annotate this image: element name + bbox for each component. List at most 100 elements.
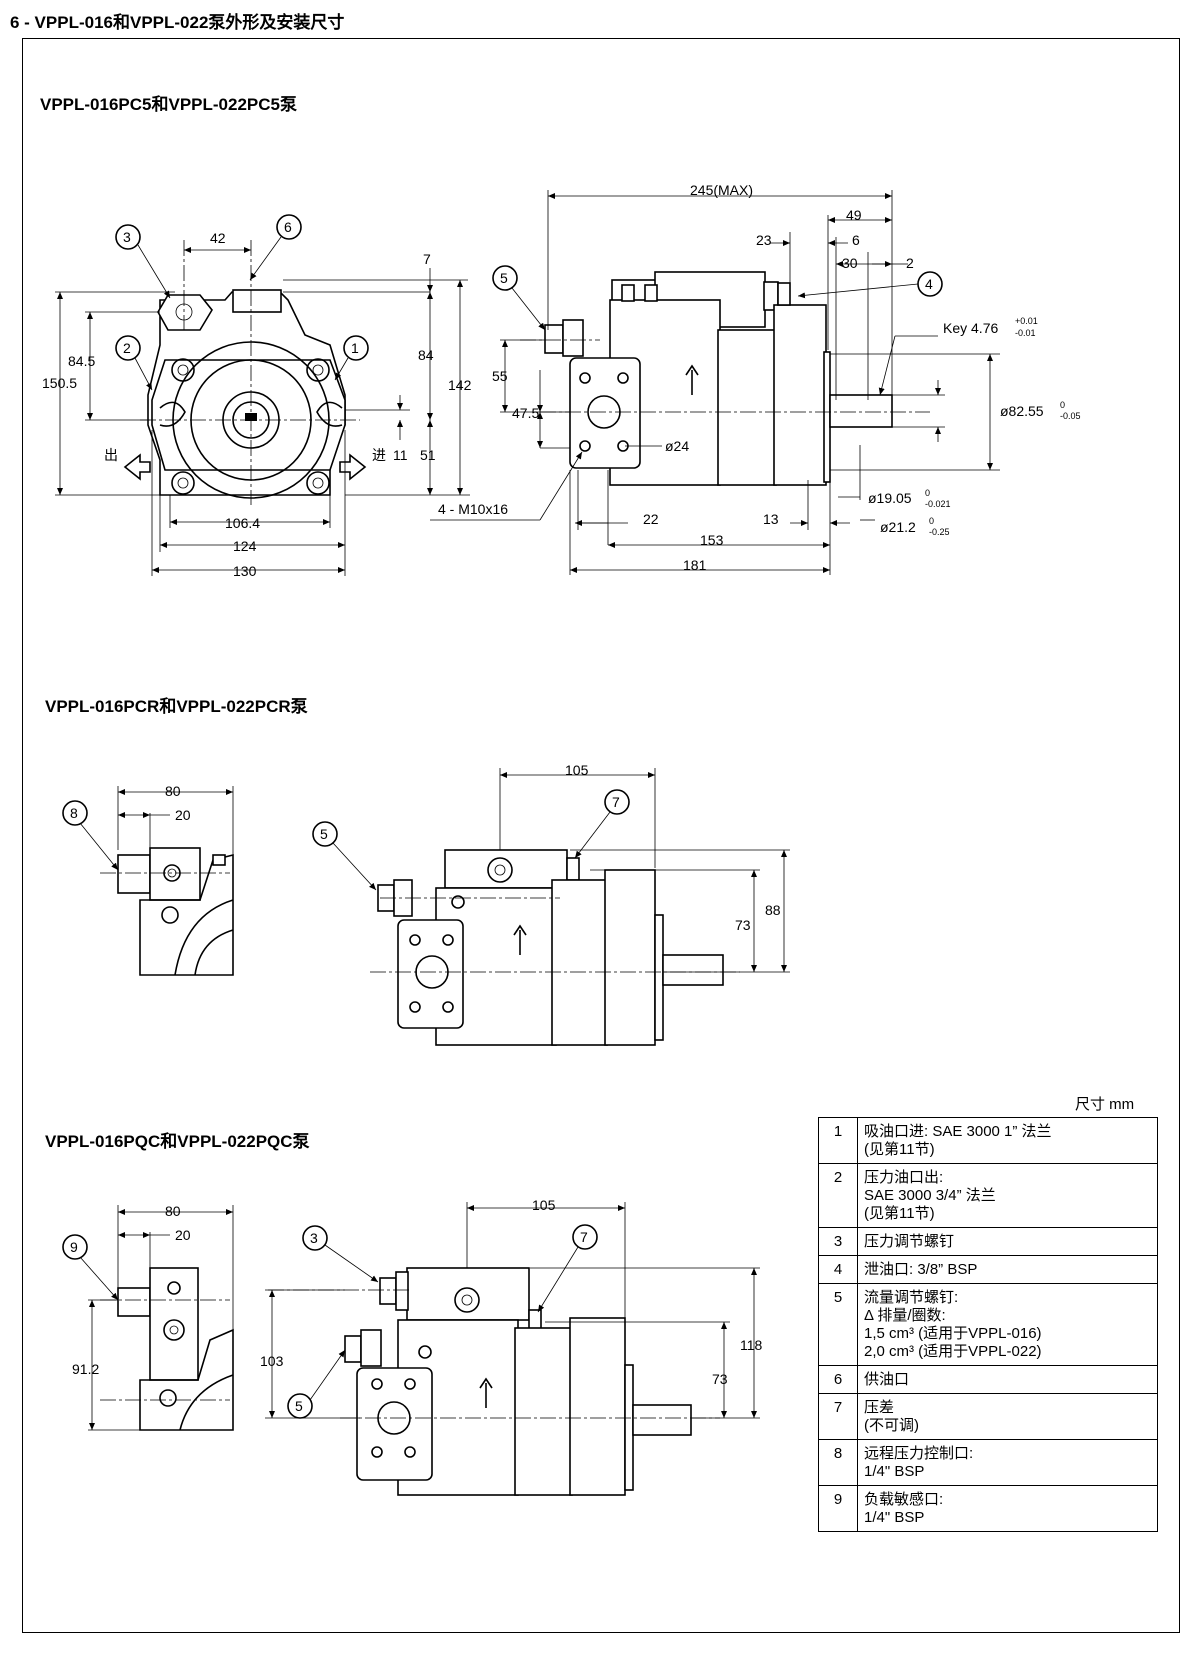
dimension-label-q105: 105 <box>532 1197 556 1213</box>
legend-number: 9 <box>818 1485 858 1532</box>
legend-description: 压差(不可调) <box>857 1393 1158 1440</box>
dimension-label-d84-5: 84.5 <box>68 353 95 369</box>
pc5-front-view <box>123 240 367 505</box>
dimension-label-d21-tol-dn: -0.25 <box>929 527 950 537</box>
dimension-label-d82-tol-up: 0 <box>1060 400 1065 410</box>
shaft <box>829 394 893 428</box>
balloon-label-r8: 8 <box>70 805 78 821</box>
legend-line: 压差 <box>864 1399 895 1416</box>
legend-description: 吸油口进: SAE 3000 1” 法兰(见第11节) <box>857 1117 1158 1164</box>
units-label: 尺寸 mm <box>1075 1096 1135 1113</box>
dimension-label-d106-4: 106.4 <box>225 515 260 531</box>
dimension-label-d7: 7 <box>423 251 431 267</box>
balloon-label-r7: 7 <box>612 794 620 810</box>
dimension-label-q118: 118 <box>740 1337 763 1353</box>
dimension-label-d6: 6 <box>852 232 860 248</box>
dimension-label-key: Key 4.76 <box>943 320 998 336</box>
dimension-label-d124: 124 <box>233 538 257 554</box>
section-title-pcr: VPPL-016PCR和VPPL-022PCR泵 <box>45 697 308 716</box>
dimension-label-q80: 80 <box>165 1203 181 1219</box>
dimension-label-d23: 23 <box>756 232 772 248</box>
dimension-label-d13: 13 <box>763 511 779 527</box>
section-title-pc5: VPPL-016PC5和VPPL-022PC5泵 <box>40 95 297 114</box>
dimension-label-d21: ø21.2 <box>880 519 916 535</box>
balloon-label-b3: 3 <box>123 229 131 245</box>
legend-row: 4 泄油口: 3/8” BSP <box>818 1255 1158 1284</box>
page-title: 6 - VPPL-016和VPPL-022泵外形及安装尺寸 <box>10 13 345 32</box>
drawing-frame <box>22 38 1180 1633</box>
balloon-label-b6: 6 <box>284 219 292 235</box>
legend-line: (见第11节) <box>864 1141 935 1158</box>
legend-line: 1,5 cm³ (适用于VPPL-016) <box>864 1325 1042 1342</box>
legend-line: 压力调节螺钉 <box>864 1233 955 1250</box>
legend-row: 3 压力调节螺钉 <box>818 1227 1158 1256</box>
dimension-label-d30: 30 <box>842 255 858 271</box>
legend-line: 压力油口出: <box>864 1169 944 1186</box>
dimension-label-q91: 91.2 <box>72 1361 99 1377</box>
dimension-label-d153: 153 <box>700 532 724 548</box>
balloon-label-r5: 5 <box>320 826 328 842</box>
dimension-label-q73: 73 <box>712 1371 728 1387</box>
pc5-front-balloons: 3 6 2 1 <box>115 214 369 391</box>
pqc-side-view: 105 103 73 118 3 5 7 <box>260 1197 763 1496</box>
legend-number: 4 <box>818 1255 858 1284</box>
pqc-partial-front-view: 80 20 91.2 9 <box>62 1203 234 1431</box>
dimension-label-in: 进 <box>372 447 386 463</box>
legend-number: 3 <box>818 1227 858 1256</box>
dimension-label-d84: 84 <box>418 347 434 363</box>
pc5-side-view <box>520 271 930 486</box>
legend-line: 泄油口: 3/8” BSP <box>864 1261 978 1278</box>
legend-description: 泄油口: 3/8” BSP <box>857 1255 1158 1284</box>
dimension-label-d22: 22 <box>643 511 659 527</box>
dimension-label-d181: 181 <box>683 557 707 573</box>
dimension-label-out: 出 <box>104 447 118 463</box>
dimension-label-d42: 42 <box>210 230 226 246</box>
legend-line: 负载敏感口: <box>864 1491 944 1508</box>
dimension-label-r73: 73 <box>735 917 751 933</box>
dimension-label-r88: 88 <box>765 902 781 918</box>
dimension-label-d19: ø19.05 <box>868 490 912 506</box>
legend-line: 1/4" BSP <box>864 1509 925 1526</box>
pc5-front-dimensions: 42 84.5 150.5 7 84 142 11 51 106.4 124 1… <box>42 230 472 579</box>
legend-line: 吸油口进: SAE 3000 1” 法兰 <box>864 1123 1052 1140</box>
legend-number: 2 <box>818 1163 858 1228</box>
balloon-label-b1: 1 <box>351 340 359 356</box>
legend-line: 流量调节螺钉: <box>864 1289 959 1306</box>
balloon-label-b2: 2 <box>123 340 131 356</box>
dimension-label-m10: 4 - M10x16 <box>438 501 508 517</box>
balloon-label-q3: 3 <box>310 1230 318 1246</box>
balloon-label-q9: 9 <box>70 1239 78 1255</box>
legend-line: 2,0 cm³ (适用于VPPL-022) <box>864 1343 1042 1360</box>
dimension-label-d49: 49 <box>846 207 862 223</box>
legend-description: 供油口 <box>857 1365 1158 1394</box>
dimension-label-d142: 142 <box>448 377 472 393</box>
dimension-label-d245: 245(MAX) <box>690 182 753 198</box>
dimension-label-d2: 2 <box>906 255 914 271</box>
legend-description: 压力调节螺钉 <box>857 1227 1158 1256</box>
legend-description: 压力油口出:SAE 3000 3/4” 法兰(见第11节) <box>857 1163 1158 1228</box>
dimension-label-d51: 51 <box>420 447 436 463</box>
dimension-label-q103: 103 <box>260 1353 284 1369</box>
pc5-side-dimensions: 245(MAX) 49 23 6 30 2 Key 4.76 +0.01 -0.… <box>430 182 1081 575</box>
legend-number: 7 <box>818 1393 858 1440</box>
dimension-label-d150-5: 150.5 <box>42 375 77 391</box>
pcr-side-view: 105 73 88 5 7 <box>312 762 790 1046</box>
supply-port-boss <box>232 289 282 313</box>
dimension-label-r80: 80 <box>165 783 181 799</box>
legend-number: 8 <box>818 1439 858 1486</box>
legend-description: 负载敏感口:1/4" BSP <box>857 1485 1158 1532</box>
legend-line: (不可调) <box>864 1417 919 1434</box>
section-title-pqc: VPPL-016PQC和VPPL-022PQC泵 <box>45 1132 310 1151</box>
balloon-label-b5: 5 <box>500 270 508 286</box>
legend-line: Δ 排量/圈数: <box>864 1307 946 1324</box>
legend-number: 1 <box>818 1117 858 1164</box>
balloon-label-q5: 5 <box>295 1398 303 1414</box>
